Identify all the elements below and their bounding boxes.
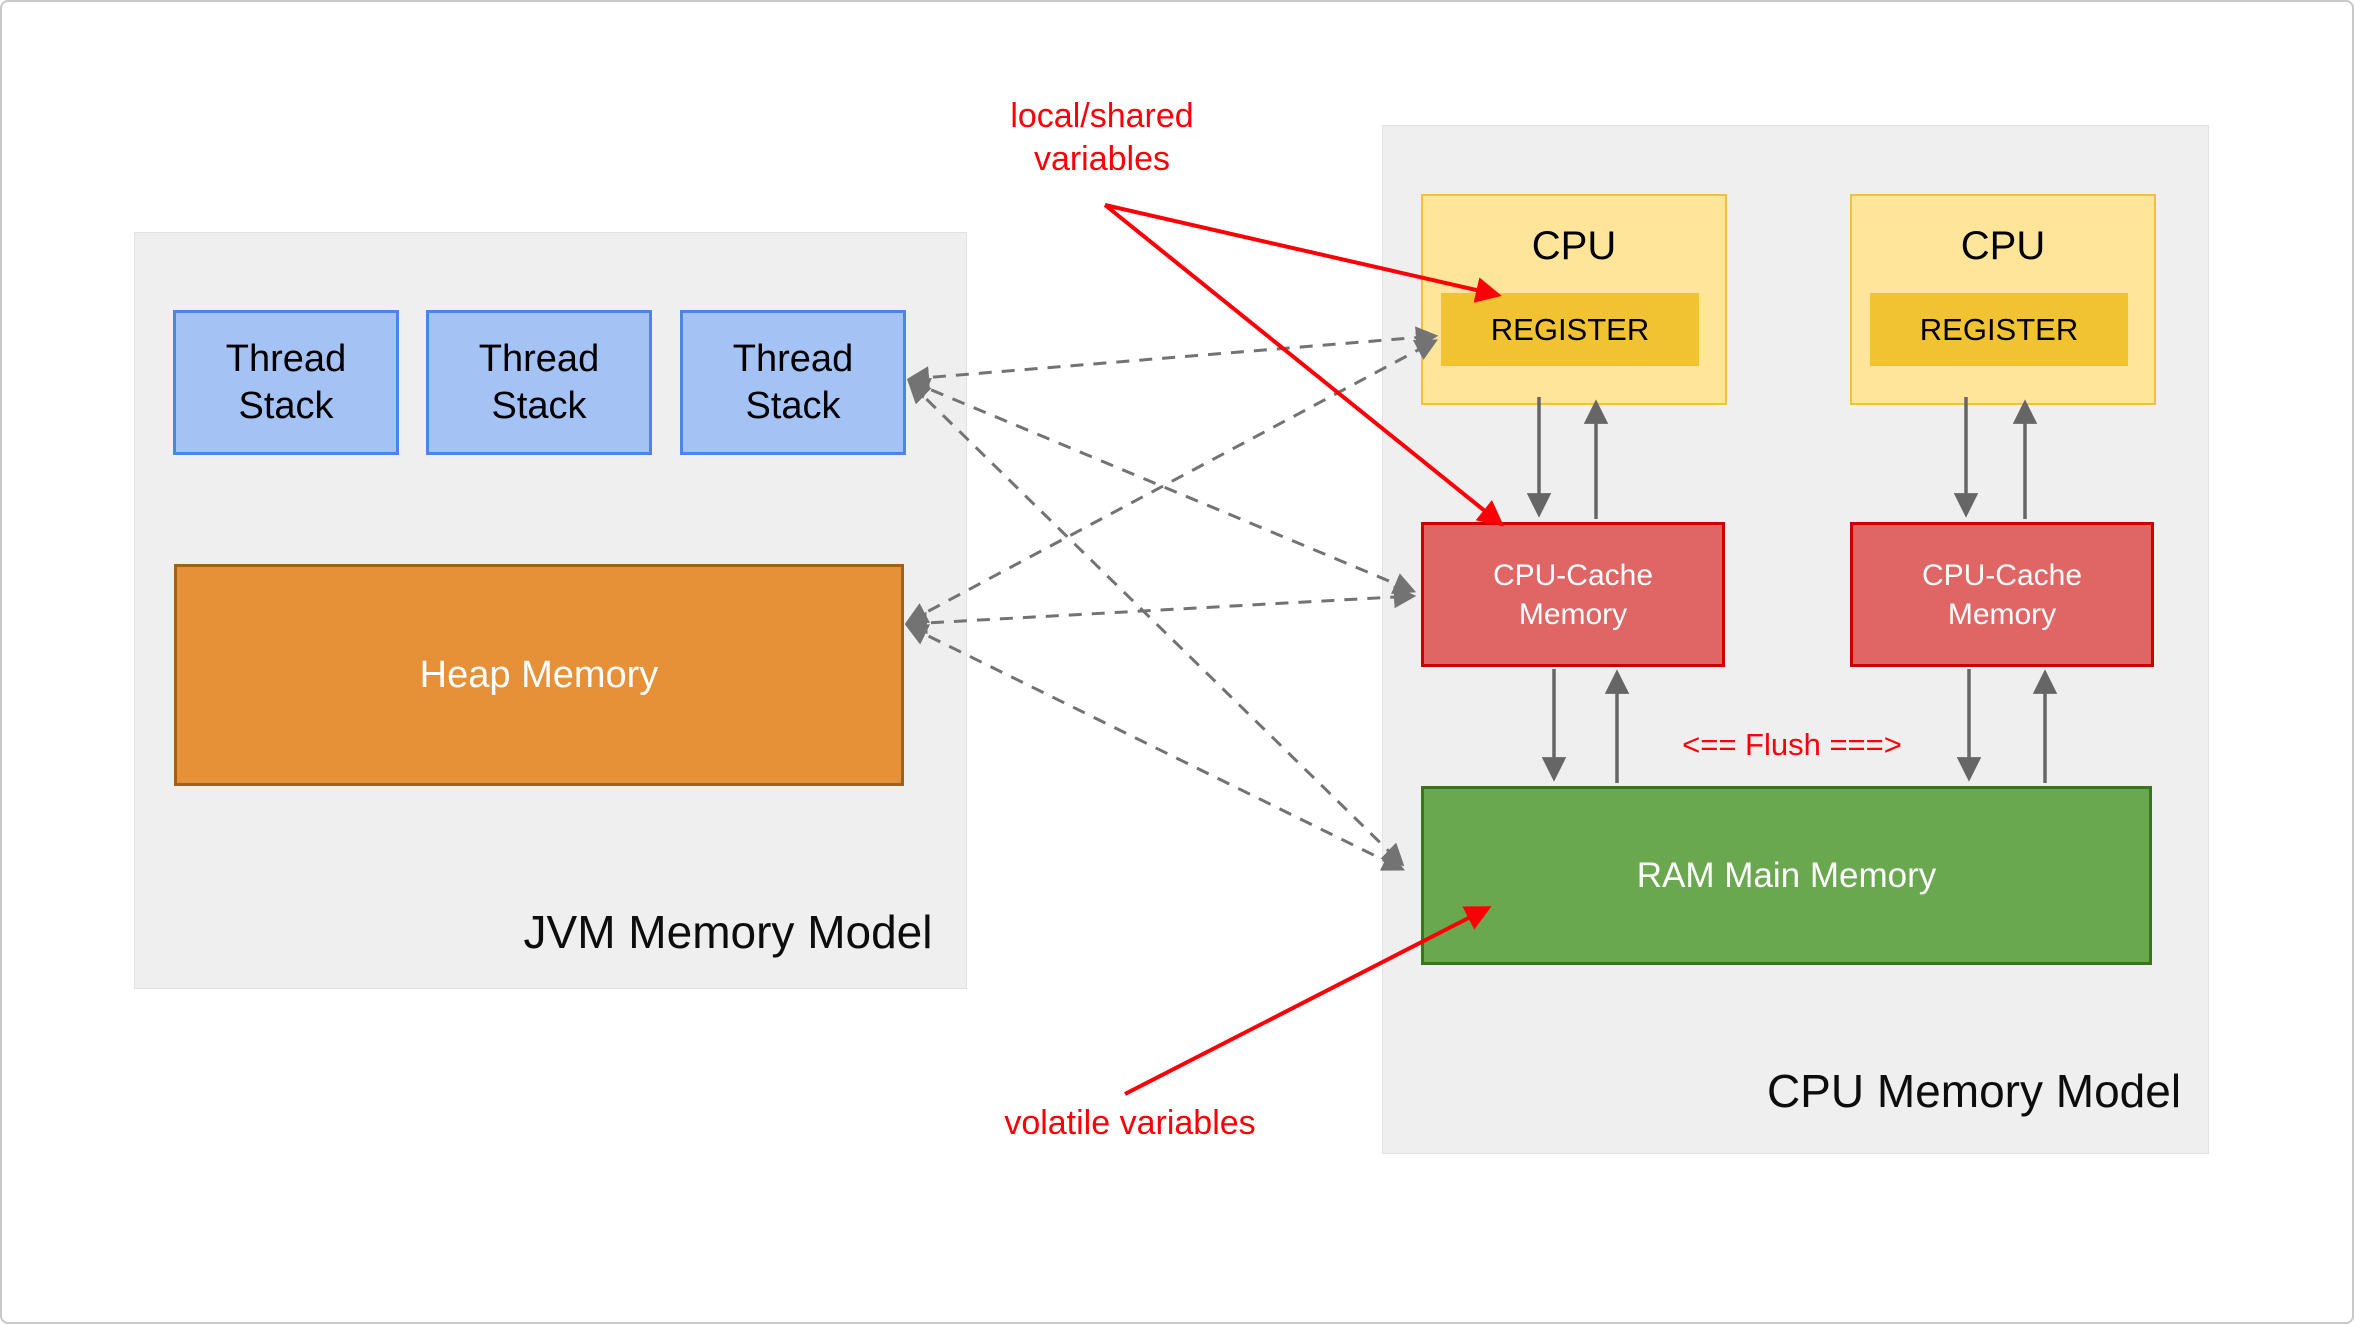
- thread-stack-label: Thread Stack: [225, 338, 347, 427]
- thread-stack-label: Thread Stack: [732, 338, 854, 427]
- cpu-label: CPU: [1960, 224, 2046, 268]
- cpu-cache-box-2: CPU-Cache Memory: [1850, 522, 2154, 667]
- ram-main-memory-label: RAM Main Memory: [1636, 855, 1937, 895]
- thread-stack-label: Thread Stack: [478, 338, 600, 427]
- heap-memory-label: Heap Memory: [419, 653, 659, 696]
- dashed-arrow-heap-register1: [905, 339, 1438, 624]
- thread-stack-box-2: Thread Stack: [426, 310, 652, 455]
- register-box-2: REGISTER: [1870, 293, 2128, 366]
- thread-stack-box-1: Thread Stack: [173, 310, 399, 455]
- cpu-panel-title: CPU Memory Model: [1766, 1065, 2182, 1117]
- register-box-1: REGISTER: [1441, 293, 1699, 366]
- cpu-cache-box-1: CPU-Cache Memory: [1421, 522, 1725, 667]
- ram-main-memory-box: RAM Main Memory: [1421, 786, 2152, 965]
- thread-stack-box-3: Thread Stack: [680, 310, 906, 455]
- dashed-arrow-heap-ram: [904, 624, 1406, 871]
- flush-annotation: <== Flush ===>: [1682, 727, 1902, 762]
- register-label: REGISTER: [1919, 311, 2079, 347]
- cpu-cache-label: CPU-Cache Memory: [1921, 558, 2083, 631]
- dashed-arrow-heap-cache1: [904, 585, 1417, 635]
- cpu-label: CPU: [1531, 224, 1617, 268]
- local-shared-variables-annotation: local/shared variables: [1010, 97, 1194, 178]
- dashed-arrow-thread3-register1: [906, 326, 1439, 389]
- dashed-arrow-thread3-cache1: [906, 377, 1417, 595]
- register-label: REGISTER: [1490, 311, 1650, 347]
- cpu-cache-label: CPU-Cache Memory: [1492, 558, 1654, 631]
- heap-memory-box: Heap Memory: [174, 564, 904, 786]
- jvm-panel-title: JVM Memory Model: [523, 906, 933, 958]
- volatile-variables-annotation: volatile variables: [1004, 1104, 1256, 1142]
- dashed-arrow-thread3-ram: [907, 380, 1405, 867]
